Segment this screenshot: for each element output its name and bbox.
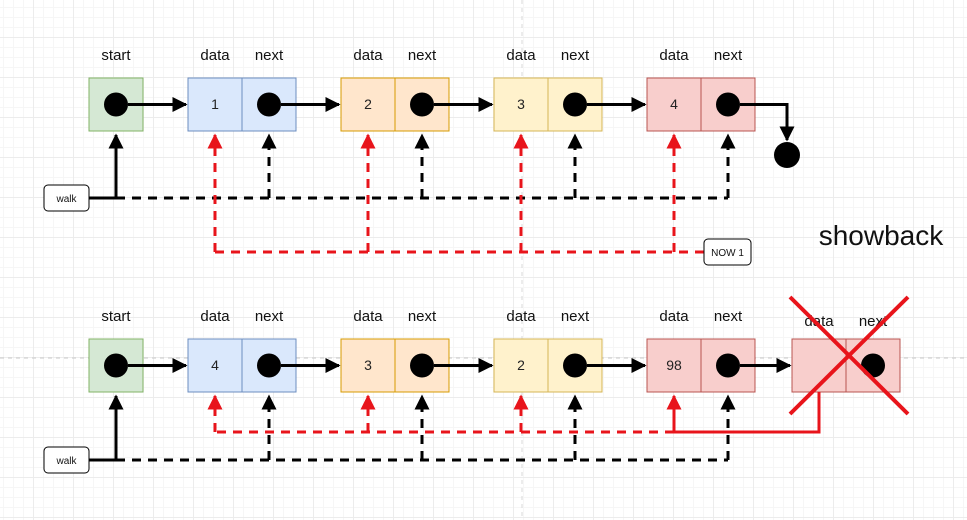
bottom-walk-solid-arrow (89, 394, 124, 462)
bottom-node-3-data-label: data (506, 308, 536, 325)
cross-stroke-2 (788, 295, 910, 416)
bottom-node-5-next-dot (861, 353, 885, 378)
top-node-4-next-label: next (714, 47, 743, 64)
top-node-3-next-label: next (561, 47, 590, 64)
top-node-4-data-label: data (659, 47, 689, 64)
top-null-terminator (774, 142, 800, 168)
bottom-node-4-next-label: next (714, 308, 743, 325)
bottom-start-pointer-dot (104, 353, 128, 378)
bottom-node-4-next-dot (716, 353, 740, 378)
bottom-node-4-data-cell[interactable] (646, 338, 702, 393)
bottom-walk-tag-text: walk (55, 456, 77, 467)
top-start-label: start (101, 47, 131, 64)
bottom-red-solid-to-node-4-data (666, 392, 821, 434)
top-walk-tag[interactable] (43, 184, 90, 212)
top-node-4-next-dot (716, 92, 740, 117)
top-list: start data next 1 data next 2 data next … (43, 47, 800, 266)
top-node-3-data-label: data (506, 47, 536, 64)
bottom-walk-pointer (89, 394, 736, 462)
bottom-node-1-next-label: next (255, 308, 284, 325)
top-node-2-data-cell[interactable] (340, 77, 396, 132)
showback-title: showback (819, 220, 945, 251)
top-node-1-data-cell[interactable] (187, 77, 243, 132)
top-walk-tag-text: walk (55, 194, 77, 205)
bottom-node-2-next-label: next (408, 308, 437, 325)
bottom-list: start data next 4 data next 3 data next … (43, 295, 910, 474)
bottom-node-1-data-label: data (200, 308, 230, 325)
top-node-1-next-label: next (255, 47, 284, 64)
bottom-node-2-next-dot (410, 353, 434, 378)
bottom-node-4-value: 98 (666, 357, 682, 373)
top-node-3-value: 3 (517, 96, 525, 112)
bottom-node-3-data-cell[interactable] (493, 338, 549, 393)
deleted-node-cross (788, 295, 910, 416)
top-node-2-data-label: data (353, 47, 383, 64)
bottom-node-2-value: 3 (364, 357, 372, 373)
top-node-2-next-dot (410, 92, 434, 117)
bottom-node-3-next-label: next (561, 308, 590, 325)
top-node-4-data-cell[interactable] (646, 77, 702, 132)
top-node-2-value: 2 (364, 96, 372, 112)
top-arrow-node-4-to-null (740, 103, 795, 142)
bottom-node-2-data-cell[interactable] (340, 338, 396, 393)
top-walk-pointer (89, 133, 736, 200)
top-node-2-next-label: next (408, 47, 437, 64)
top-now-pointer (207, 133, 704, 254)
top-node-4-value: 4 (670, 96, 678, 112)
top-node-1-next-dot (257, 92, 281, 117)
bottom-node-3-value: 2 (517, 357, 525, 373)
top-walk-solid-arrow (89, 133, 124, 200)
bottom-node-2-data-label: data (353, 308, 383, 325)
bottom-node-4-data-label: data (659, 308, 689, 325)
bottom-node-1-value: 4 (211, 357, 219, 373)
bottom-red-pointer (207, 392, 821, 434)
top-next-arrows (128, 97, 795, 142)
top-now-tag-text: NOW 1 (711, 248, 744, 259)
top-now-tag[interactable] (703, 238, 752, 266)
top-start-pointer-dot (104, 92, 128, 117)
top-node-1-data-label: data (200, 47, 230, 64)
top-node-3-next-dot (563, 92, 587, 117)
bottom-walk-tag[interactable] (43, 446, 90, 474)
bottom-node-3-next-dot (563, 353, 587, 378)
bottom-node-1-next-dot (257, 353, 281, 378)
bottom-start-label: start (101, 308, 131, 325)
top-node-3-data-cell[interactable] (493, 77, 549, 132)
top-node-1-value: 1 (211, 96, 219, 112)
